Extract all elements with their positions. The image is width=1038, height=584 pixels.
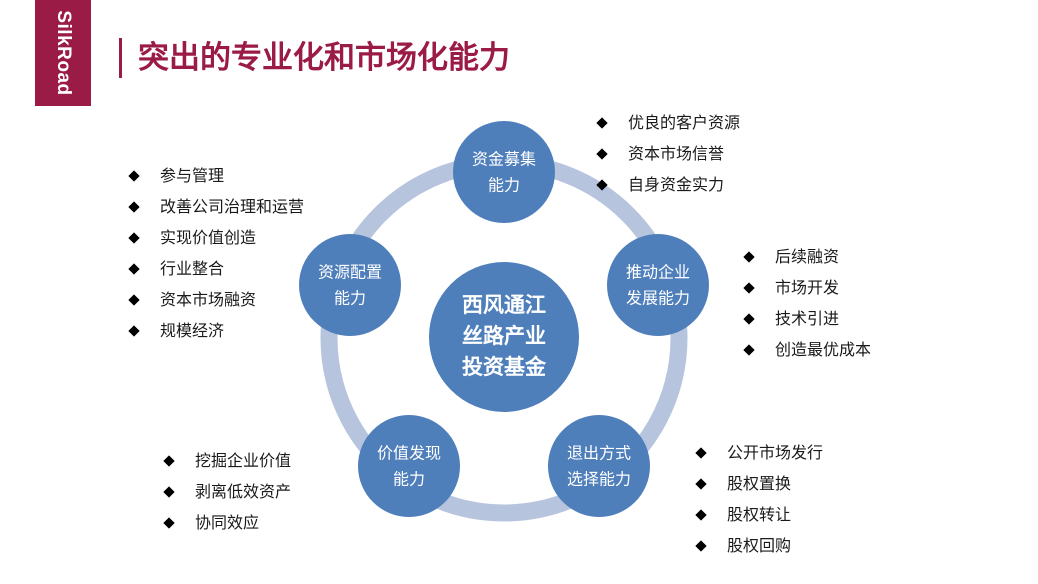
node-fundraising-line-1: 资金募集 xyxy=(472,150,536,169)
list-item: 市场开发 xyxy=(741,272,871,303)
list-item: 股权转让 xyxy=(693,499,823,530)
list-item: 行业整合 xyxy=(126,253,304,284)
node-fundraising-line-2: 能力 xyxy=(488,176,520,195)
diamond-bullet-icon xyxy=(596,178,608,191)
diamond-bullet-icon xyxy=(128,293,140,306)
list-item: 协同效应 xyxy=(161,507,291,538)
node-resource-allocation: 资源配置 能力 xyxy=(299,234,401,336)
list-item: 实现价值创造 xyxy=(126,222,304,253)
list-item-text: 协同效应 xyxy=(195,513,260,532)
node-fundraising: 资金募集 能力 xyxy=(453,121,555,223)
list-item: 挖掘企业价值 xyxy=(161,445,291,476)
center-node: 西风通江 丝路产业 投资基金 xyxy=(429,262,579,412)
node-enterprise-development: 推动企业 发展能力 xyxy=(607,234,709,336)
list-item-text: 公开市场发行 xyxy=(727,443,824,462)
list-item: 剥离低效资产 xyxy=(161,476,291,507)
list-item-text: 实现价值创造 xyxy=(160,228,257,247)
diamond-bullet-icon xyxy=(163,516,175,529)
list-item-text: 后续融资 xyxy=(775,247,840,266)
center-label-line-1: 西风通江 xyxy=(462,293,546,317)
diamond-bullet-icon xyxy=(128,169,140,182)
diamond-bullet-icon xyxy=(743,312,755,325)
node-exit-selection: 退出方式 选择能力 xyxy=(548,415,650,517)
diamond-bullet-icon xyxy=(695,539,707,552)
title-accent-bar xyxy=(119,38,122,78)
node-value-discovery-line-1: 价值发现 xyxy=(377,444,441,463)
list-item: 技术引进 xyxy=(741,303,871,334)
node-exit-selection-line-1: 退出方式 xyxy=(567,444,631,463)
list-item-text: 行业整合 xyxy=(160,259,225,278)
node-enterprise-development-line-1: 推动企业 xyxy=(626,263,690,282)
bullet-list-resource-allocation: 参与管理 改善公司治理和运营 实现价值创造 行业整合 资本市场融资 规模经济 xyxy=(126,160,304,346)
diamond-bullet-icon xyxy=(596,147,608,160)
diamond-bullet-icon xyxy=(743,250,755,263)
list-item: 改善公司治理和运营 xyxy=(126,191,304,222)
diamond-bullet-icon xyxy=(128,262,140,275)
list-item-text: 挖掘企业价值 xyxy=(195,451,292,470)
node-exit-selection-line-2: 选择能力 xyxy=(567,470,631,489)
diamond-bullet-icon xyxy=(128,200,140,213)
list-item-text: 剥离低效资产 xyxy=(195,482,292,501)
list-item-text: 资本市场融资 xyxy=(160,290,257,309)
list-item-text: 自身资金实力 xyxy=(628,175,725,194)
list-item: 股权置换 xyxy=(693,468,823,499)
list-item-text: 参与管理 xyxy=(160,166,225,185)
list-item: 优良的客户资源 xyxy=(594,107,740,138)
list-item-text: 技术引进 xyxy=(775,309,840,328)
bullet-list-fundraising: 优良的客户资源 资本市场信誉 自身资金实力 xyxy=(594,107,740,200)
logo-block: SilkRoad xyxy=(35,0,91,106)
list-item-text: 创造最优成本 xyxy=(775,340,872,359)
diamond-bullet-icon xyxy=(128,324,140,337)
diamond-bullet-icon xyxy=(695,477,707,490)
list-item-text: 股权回购 xyxy=(727,536,792,555)
list-item-text: 市场开发 xyxy=(775,278,840,297)
node-value-discovery-line-2: 能力 xyxy=(393,470,425,489)
list-item-text: 优良的客户资源 xyxy=(628,113,741,132)
list-item-text: 改善公司治理和运营 xyxy=(160,197,305,216)
center-label-line-2: 丝路产业 xyxy=(462,324,546,348)
list-item-text: 股权置换 xyxy=(727,474,792,493)
diamond-bullet-icon xyxy=(163,454,175,467)
diamond-bullet-icon xyxy=(695,508,707,521)
diamond-bullet-icon xyxy=(743,343,755,356)
node-enterprise-development-line-2: 发展能力 xyxy=(626,289,690,308)
list-item: 参与管理 xyxy=(126,160,304,191)
list-item: 创造最优成本 xyxy=(741,334,871,365)
list-item-text: 股权转让 xyxy=(727,505,792,524)
bullet-list-exit-selection: 公开市场发行 股权置换 股权转让 股权回购 xyxy=(693,437,823,561)
diamond-bullet-icon xyxy=(695,446,707,459)
center-label-line-3: 投资基金 xyxy=(462,355,547,379)
page-title: 突出的专业化和市场化能力 xyxy=(138,40,510,76)
diamond-bullet-icon xyxy=(743,281,755,294)
list-item: 资本市场信誉 xyxy=(594,138,740,169)
list-item: 后续融资 xyxy=(741,241,871,272)
node-value-discovery: 价值发现 能力 xyxy=(358,415,460,517)
node-resource-allocation-line-2: 能力 xyxy=(334,289,366,308)
diamond-bullet-icon xyxy=(596,116,608,129)
bullet-list-enterprise-development: 后续融资 市场开发 技术引进 创造最优成本 xyxy=(741,241,871,365)
list-item-text: 规模经济 xyxy=(160,321,225,340)
list-item: 规模经济 xyxy=(126,315,304,346)
list-item: 资本市场融资 xyxy=(126,284,304,315)
list-item-text: 资本市场信誉 xyxy=(628,144,725,163)
diamond-bullet-icon xyxy=(163,485,175,498)
node-resource-allocation-line-1: 资源配置 xyxy=(318,263,382,282)
list-item: 公开市场发行 xyxy=(693,437,823,468)
list-item: 自身资金实力 xyxy=(594,169,740,200)
diamond-bullet-icon xyxy=(128,231,140,244)
bullet-list-value-discovery: 挖掘企业价值 剥离低效资产 协同效应 xyxy=(161,445,291,538)
list-item: 股权回购 xyxy=(693,530,823,561)
